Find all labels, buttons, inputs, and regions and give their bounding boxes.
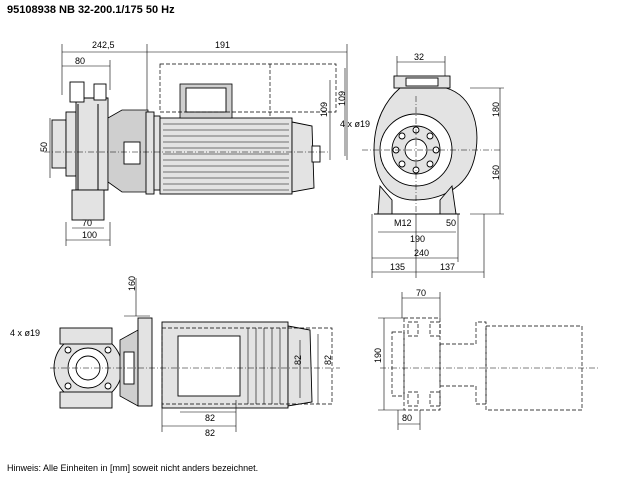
dim-top-82a: 82 (205, 413, 215, 423)
footer-note: Hinweis: Alle Einheiten in [mm] soweit n… (7, 463, 259, 473)
dim-front-m12: M12 (394, 218, 412, 228)
dim-side-191: 191 (215, 40, 230, 50)
dim-side-80: 80 (75, 56, 85, 66)
dim-side-70: 70 (82, 218, 92, 228)
drawing-title: 95108938 NB 32-200.1/175 50 Hz (7, 4, 175, 16)
dim-front-137: 137 (440, 262, 455, 272)
dim-side-109a: 109 (319, 102, 329, 117)
side-view (44, 44, 348, 246)
dim-side-100: 100 (82, 230, 97, 240)
dim-front-32: 32 (414, 52, 424, 62)
dim-front-160: 160 (491, 165, 501, 180)
top-view (50, 278, 340, 432)
dim-top-82d: 82 (323, 355, 333, 365)
dim-top-holes: 4 x ø19 (10, 328, 40, 338)
dim-front-240: 240 (414, 248, 429, 258)
dim-base-70: 70 (416, 288, 426, 298)
dim-front-190: 190 (410, 234, 425, 244)
dim-side-109b: 109 (337, 91, 347, 106)
dim-side-50: 50 (39, 142, 49, 152)
dim-front-180: 180 (491, 102, 501, 117)
dim-front-holes: 4 x ø19 (340, 119, 370, 129)
dim-base-190: 190 (373, 348, 383, 363)
front-view (362, 56, 504, 278)
dim-top-82b: 82 (205, 428, 215, 438)
dim-front-50: 50 (446, 218, 456, 228)
dim-side-242-5: 242,5 (92, 40, 115, 50)
base-view (378, 292, 600, 430)
dim-top-160: 160 (127, 276, 137, 291)
dim-base-80: 80 (402, 413, 412, 423)
dim-top-82c: 82 (293, 355, 303, 365)
dim-front-135: 135 (390, 262, 405, 272)
